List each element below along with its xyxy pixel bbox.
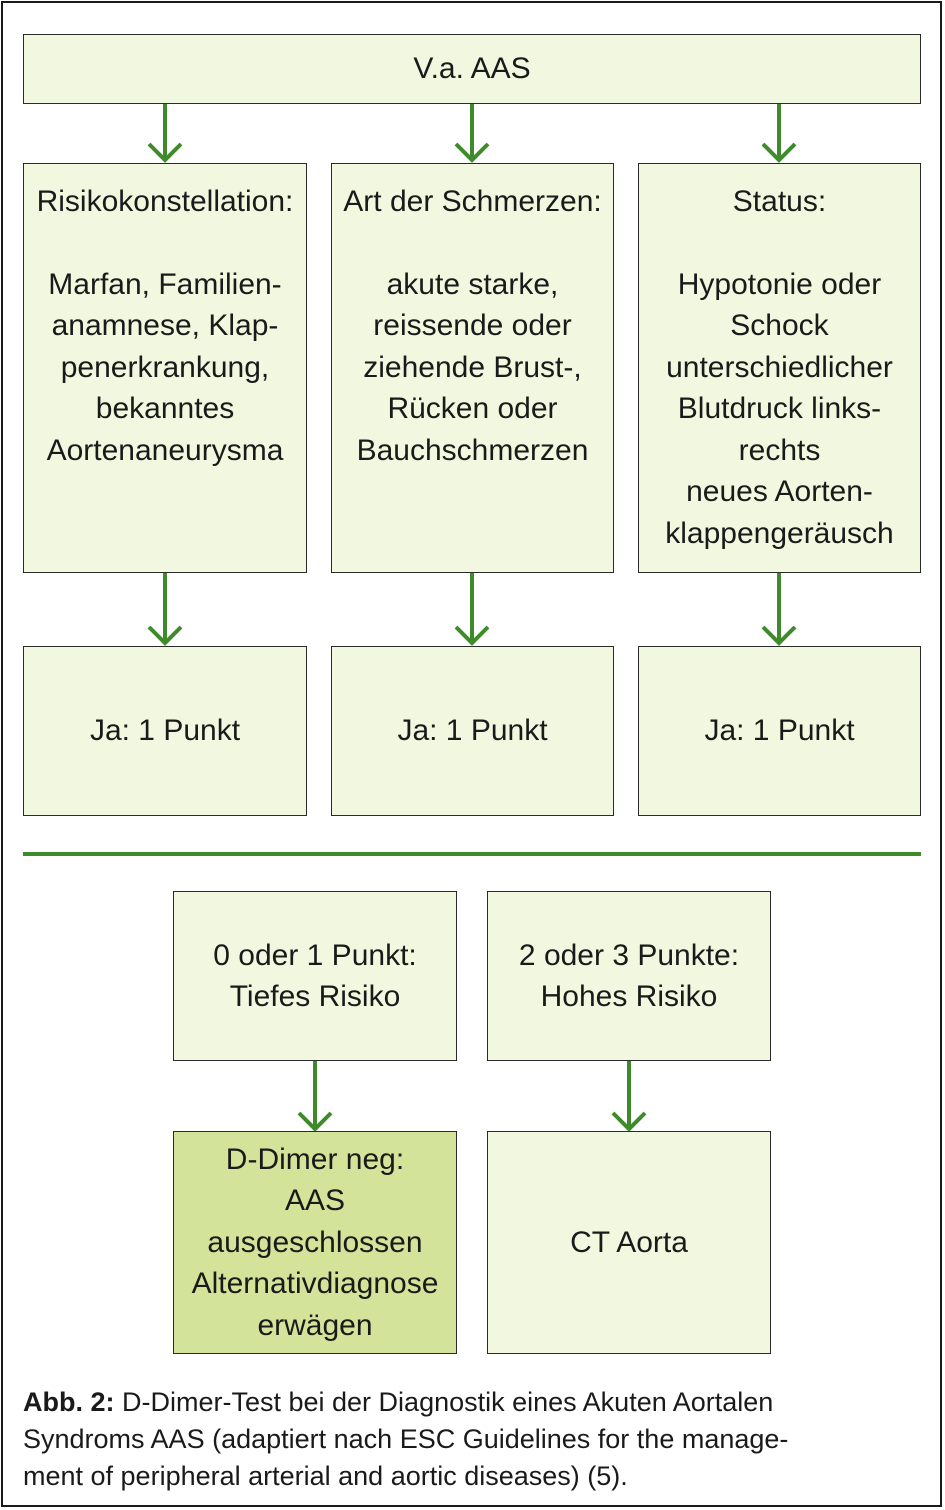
result-label: Ja: 1 Punkt bbox=[704, 714, 855, 748]
arrow-criterion-3-to-result bbox=[761, 573, 797, 646]
criterion-pain-type: Art der Schmerzen: akute starke, reissen… bbox=[331, 163, 614, 573]
section-divider bbox=[23, 852, 921, 856]
criterion-heading: Status: bbox=[732, 185, 827, 218]
high-risk-box: 2 oder 3 Punkte: Hohes Risiko bbox=[487, 891, 771, 1061]
high-outcome-box: CT Aorta bbox=[487, 1131, 771, 1354]
low-risk-label: 0 oder 1 Punkt: Tiefes Risiko bbox=[213, 938, 417, 1014]
result-label: Ja: 1 Punkt bbox=[89, 714, 241, 748]
criterion-heading: Art der Schmerzen: bbox=[343, 185, 602, 218]
result-status: Ja: 1 Punkt bbox=[638, 646, 921, 816]
start-node-label: V.a. AAS bbox=[413, 52, 531, 86]
start-node: V.a. AAS bbox=[23, 34, 921, 104]
caption-label: Abb. 2: bbox=[23, 1387, 115, 1417]
criterion-text: Marfan, Familien- anamnese, Klap- penerk… bbox=[46, 267, 284, 467]
criterion-text: Hypotonie oder Schock unterschiedlicher … bbox=[665, 267, 894, 550]
arrow-start-to-criterion-3 bbox=[761, 104, 797, 163]
high-outcome-label: CT Aorta bbox=[570, 1225, 688, 1259]
caption-text: D-Dimer-Test bei der Diagnostik eines Ak… bbox=[23, 1387, 789, 1491]
criterion-heading: Risikokonstellation: bbox=[36, 185, 294, 218]
arrow-high-risk-to-outcome bbox=[611, 1061, 647, 1132]
criterion-text: akute starke, reissende oder ziehende Br… bbox=[356, 267, 589, 467]
figure-caption: Abb. 2: D-Dimer-Test bei der Diagnostik … bbox=[23, 1384, 923, 1495]
arrow-criterion-2-to-result bbox=[454, 573, 490, 646]
arrow-criterion-1-to-result bbox=[147, 573, 183, 646]
arrow-low-risk-to-outcome bbox=[297, 1061, 333, 1132]
low-outcome-box: D-Dimer neg: AAS ausgeschlossen Alternat… bbox=[173, 1131, 457, 1354]
arrow-start-to-criterion-2 bbox=[454, 104, 490, 163]
criterion-status: Status: Hypotonie oder Schock unterschie… bbox=[638, 163, 921, 573]
result-label: Ja: 1 Punkt bbox=[397, 714, 548, 748]
low-risk-box: 0 oder 1 Punkt: Tiefes Risiko bbox=[173, 891, 457, 1061]
arrow-start-to-criterion-1 bbox=[147, 104, 183, 163]
low-outcome-label: D-Dimer neg: AAS ausgeschlossen Alternat… bbox=[191, 1142, 439, 1342]
criterion-risk-constellation: Risikokonstellation: Marfan, Familien- a… bbox=[23, 163, 307, 573]
result-pain-type: Ja: 1 Punkt bbox=[331, 646, 614, 816]
result-risk-constellation: Ja: 1 Punkt bbox=[23, 646, 307, 816]
high-risk-label: 2 oder 3 Punkte: Hohes Risiko bbox=[518, 938, 740, 1014]
